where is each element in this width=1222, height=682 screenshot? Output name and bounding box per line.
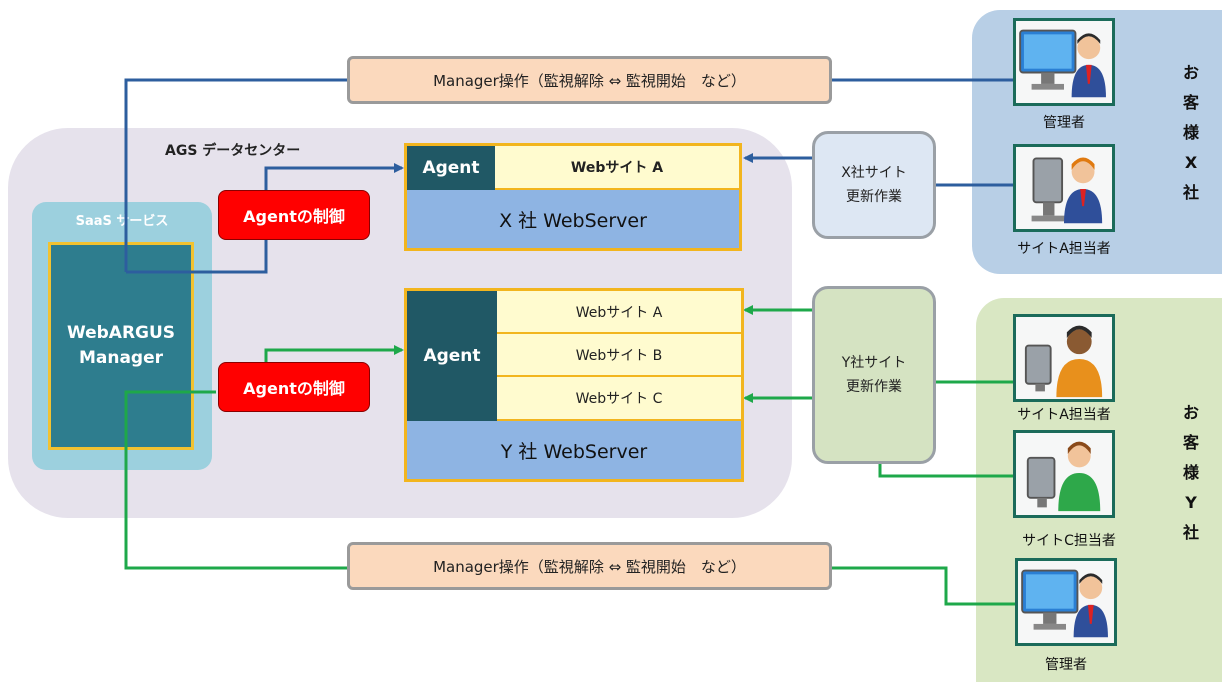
y-agent: Agent <box>407 291 497 421</box>
y-server-name: Y 社 WebServer <box>500 440 648 463</box>
line-manager-ops-x <box>124 78 350 272</box>
x-agent: Agent <box>407 146 495 190</box>
x-person-site-a-label: サイトA担当者 <box>1017 241 1111 257</box>
manager-ops-y: Manager操作（監視解除 ⇔ 監視開始 など） <box>347 542 832 590</box>
webargus-manager: WebARGUS Manager <box>48 242 194 450</box>
agent-control-y: Agentの制御 <box>218 362 370 412</box>
y-site-update: Y社サイト 更新作業 <box>812 286 936 464</box>
datacenter-title: AGS データセンター <box>165 143 301 159</box>
agent-control-x: Agentの制御 <box>218 190 370 240</box>
y-person-site-c-label: サイトC担当者 <box>1022 533 1116 549</box>
y-person-site-a-label: サイトA担当者 <box>1017 407 1111 423</box>
y-person-admin-label: 管理者 <box>1045 657 1087 673</box>
y-site-c: Webサイト C <box>497 377 741 421</box>
x-server-name: X 社 WebServer <box>499 209 647 232</box>
line-update-y-person-c <box>878 462 1013 478</box>
computer-operator-icon <box>1013 314 1115 402</box>
computer-operator-icon <box>1013 144 1115 232</box>
x-site-a: Webサイト A <box>495 146 739 190</box>
y-webserver: Agent Webサイト A Webサイト B Webサイト C Y 社 Web… <box>404 288 744 482</box>
computer-admin-icon <box>1015 558 1117 646</box>
manager-ops-x: Manager操作（監視解除 ⇔ 監視開始 など） <box>347 56 832 104</box>
x-webserver: Agent Webサイト A X 社 WebServer <box>404 143 742 251</box>
y-site-a: Webサイト A <box>497 291 741 334</box>
x-site-update: X社サイト 更新作業 <box>812 131 936 239</box>
customer-x-label: お 客 様 X 社 <box>1182 63 1199 202</box>
customer-y-label: お 客 様 Y 社 <box>1182 403 1199 542</box>
line-manager-ops-y-right <box>830 566 1015 606</box>
saas-title: SaaS サービス <box>75 214 169 229</box>
line-manager-ops-y <box>124 390 350 570</box>
x-person-admin-label: 管理者 <box>1043 115 1085 131</box>
computer-operator-icon <box>1013 430 1115 518</box>
y-site-b: Webサイト B <box>497 334 741 377</box>
computer-admin-icon <box>1013 18 1115 106</box>
line-manager-to-control-y <box>264 345 404 362</box>
